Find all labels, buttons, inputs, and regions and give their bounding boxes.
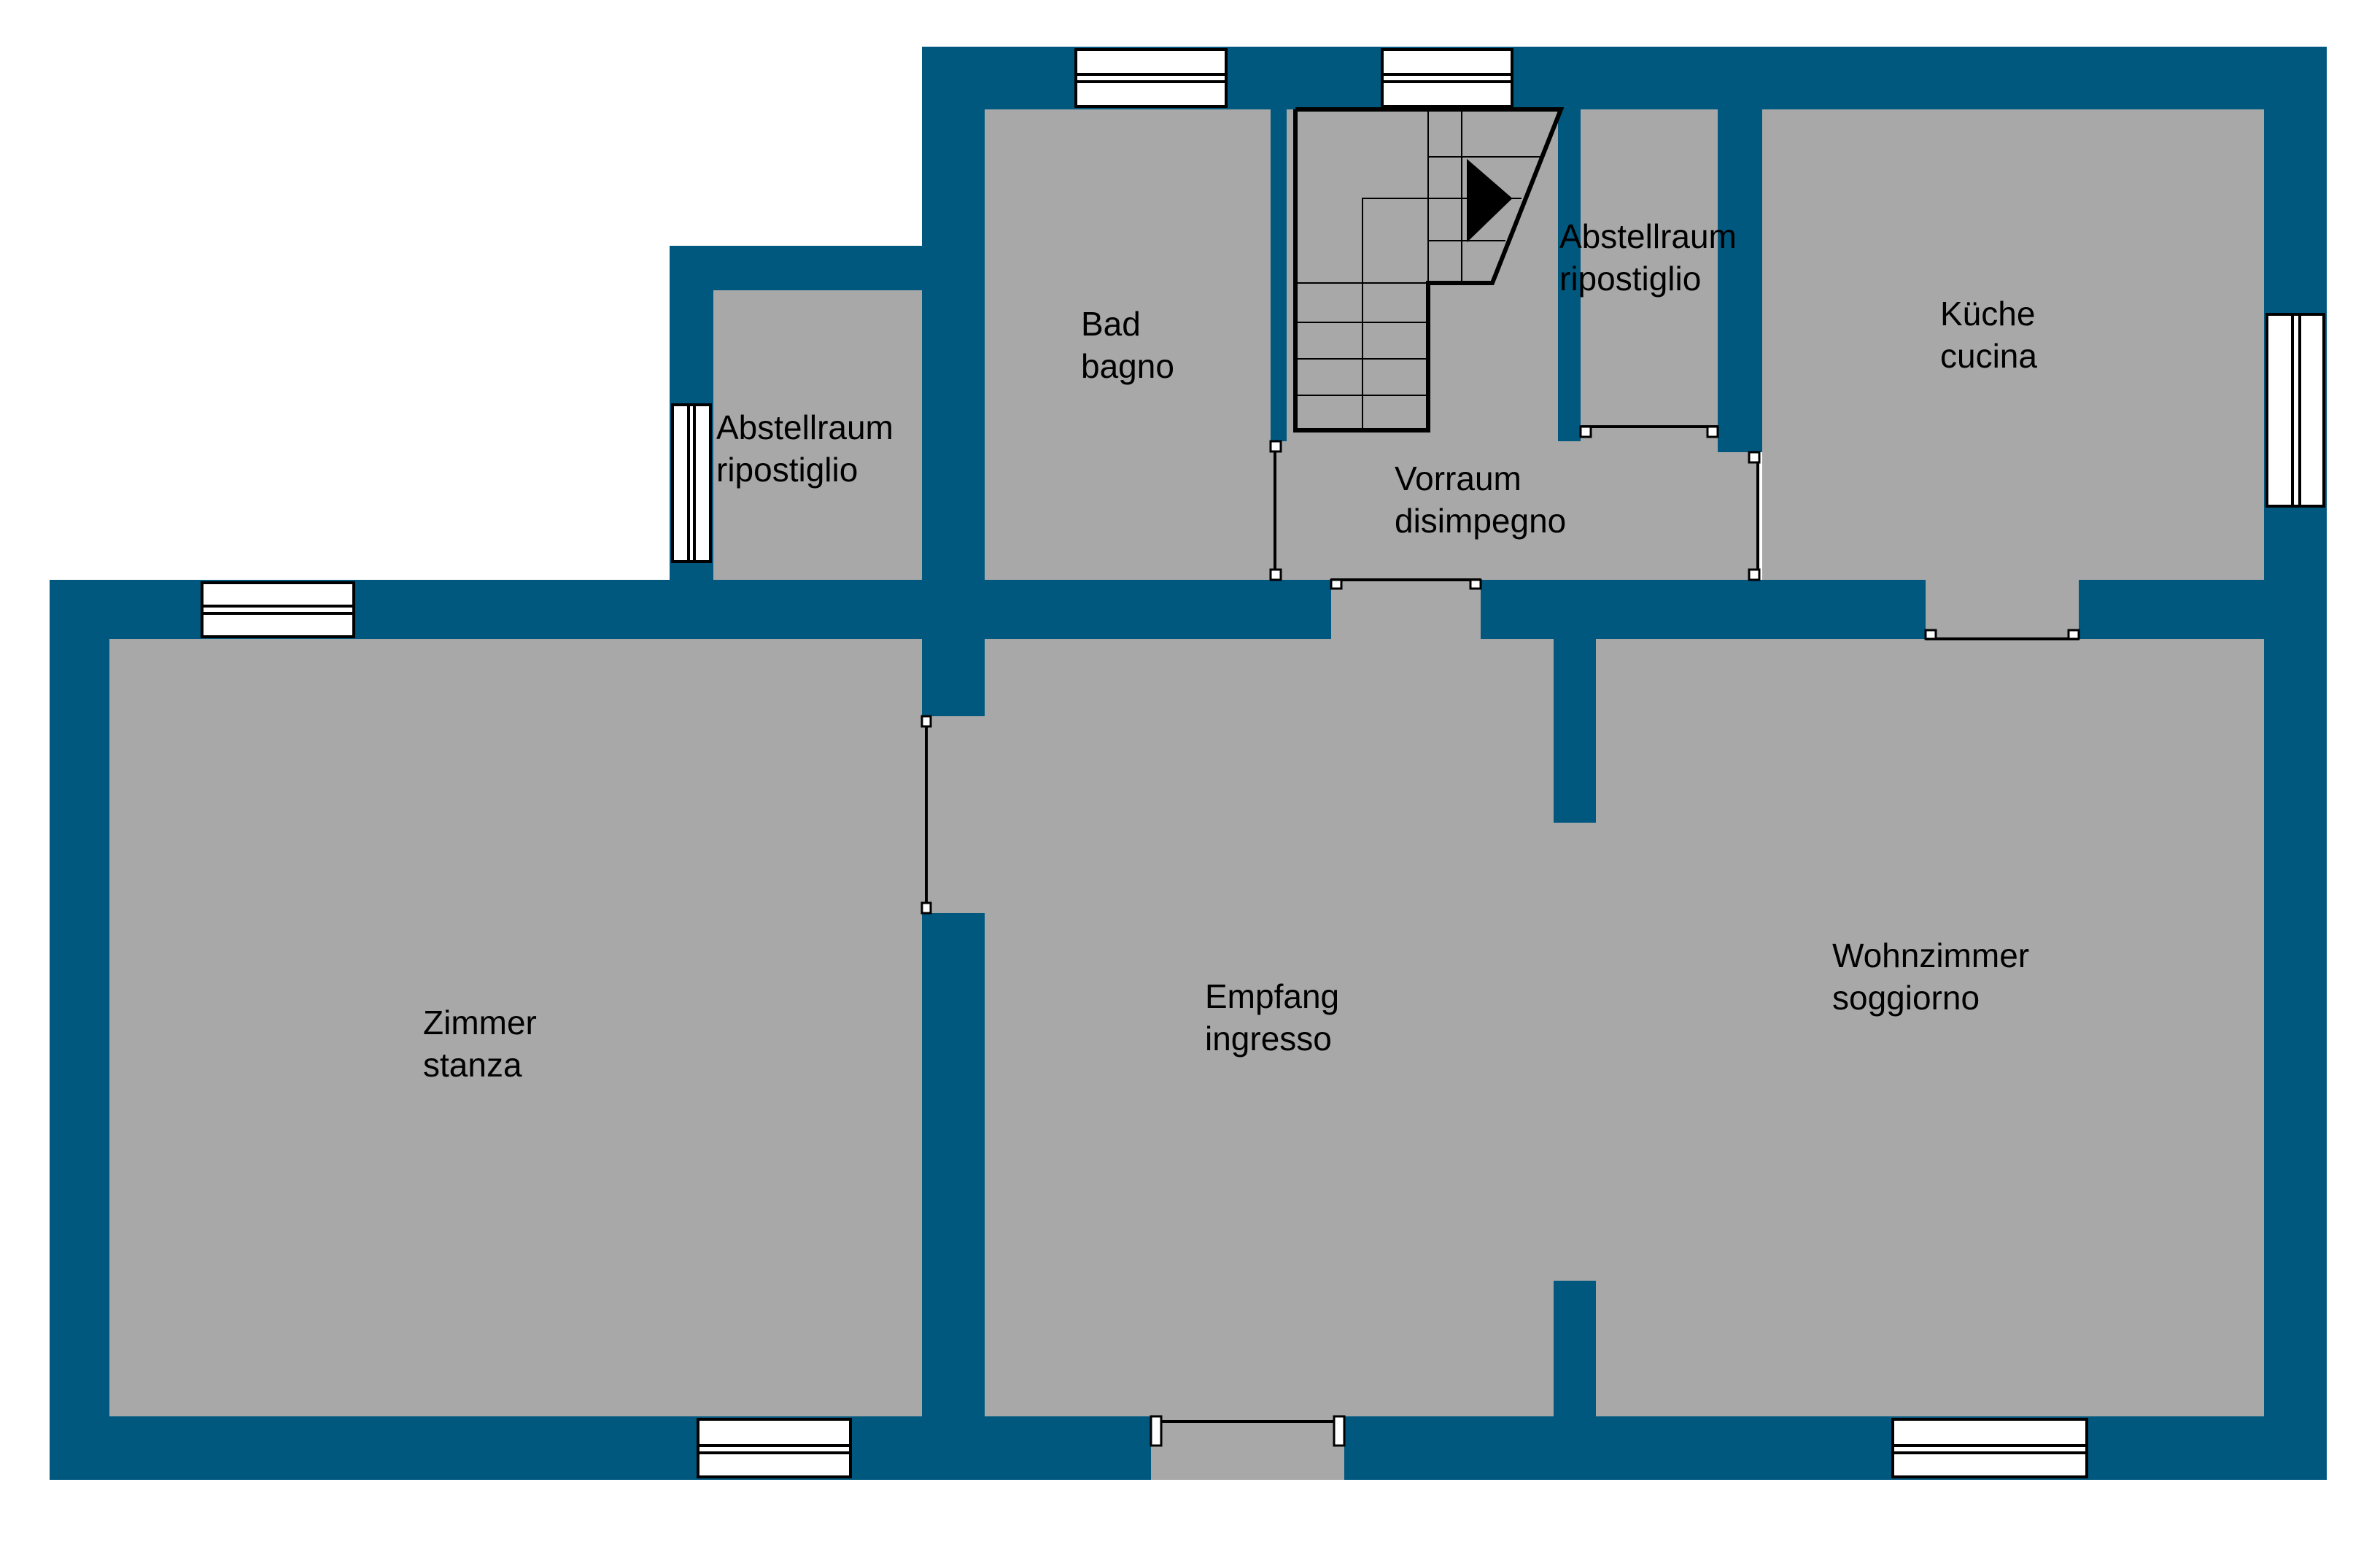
doors [920,425,2080,1447]
room-label-abstellraum-left: Abstellraum ripostiglio [716,408,903,489]
floor-vorraum [1271,427,1759,580]
door-kueche-wohnzimmer [1924,629,2080,640]
floor-opening [1554,823,1596,1281]
wall-main-right [2264,47,2327,1480]
wall-empfang-living-upper [1554,639,1596,823]
room-label-empfang: Empfang ingresso [1205,977,1349,1058]
wall-stair-storage [1558,109,1581,441]
door-kueche-vorraum [1748,451,1761,581]
wall-main-bottom-left [50,1416,1151,1480]
staircase [1293,107,1565,432]
floor-empfang [985,639,1554,1416]
wall-kueche-bottom-right [2079,580,2264,639]
wall-zimmer-empfang-lower [922,913,985,1480]
door-entrance [1150,1415,1346,1447]
wall-bad-vorraum-top [985,580,1331,639]
floor-abstellraum-left [713,290,922,580]
room-label-bad: Bad bagno [1081,305,1174,385]
wall-storage-kueche [1718,109,1762,452]
wall-main-left [50,580,109,1480]
room-labels: Zimmer stanza Empfang ingresso Wohnzimme… [423,217,2044,1084]
door-bad-vorraum [1269,440,1282,581]
room-label-abstellraum-right: Abstellraum ripostiglio [1559,217,1746,298]
door-empfang-vorraum [1330,578,1482,590]
window-zimmer-bottom [697,1418,852,1478]
window-bad [1074,48,1228,108]
floor-kueche [1762,109,2264,580]
floor-vorraum-door [1331,580,1481,639]
room-label-vorraum: Vorraum disimpegno [1395,459,1566,540]
floor-abstellraum-right [1581,109,1718,427]
floor-stair-landing [1287,109,1558,445]
wall-upper-left [922,47,985,639]
window-abstellraum-left [671,403,712,563]
floor-entrance [1151,1416,1344,1480]
floor-bad [985,109,1271,580]
window-zimmer-top [201,581,355,638]
wall-vorraum-living-top [1481,580,1926,639]
wall-empfang-living-lower [1554,1281,1596,1416]
floor-zimmer [109,639,922,1416]
floor-passage [922,716,985,913]
wall-main-top-left [50,580,935,639]
window-stair [1381,48,1513,108]
walls [50,47,2327,1480]
door-zimmer-empfang [920,715,932,915]
room-label-zimmer: Zimmer stanza [423,1004,546,1084]
stair-arrow-icon [1467,158,1513,243]
window-wohnzimmer-bottom [1891,1418,2088,1478]
floor-areas [109,109,2264,1480]
floor-kueche-door [1926,580,2079,639]
windows [201,48,2325,1478]
wall-bad-stair [1271,109,1287,441]
door-abstellraum-right [1579,425,1719,438]
room-label-kueche: Küche cucina [1940,295,2044,375]
wall-main-bottom-right [1344,1416,2327,1480]
window-kueche [2265,313,2325,508]
wall-zimmer-empfang-upper [922,639,985,716]
floor-wohnzimmer [1596,639,2264,1416]
room-label-wohnzimmer: Wohnzimmer soggiorno [1832,936,2039,1017]
